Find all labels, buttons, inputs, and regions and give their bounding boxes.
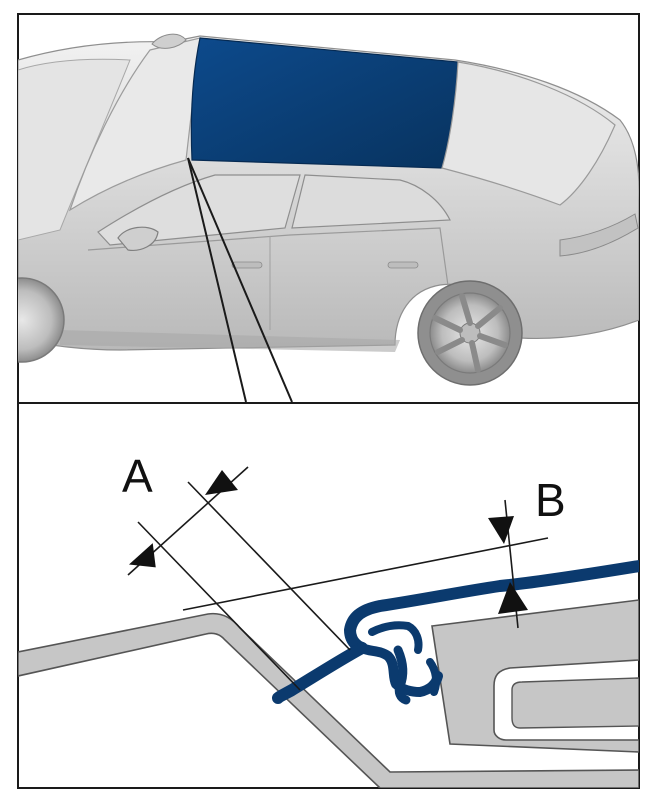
windshield xyxy=(68,37,201,212)
dimension-b xyxy=(182,499,549,629)
label-a: A xyxy=(122,450,153,502)
rear-side-window xyxy=(291,174,451,229)
body-panel-lower xyxy=(18,612,639,788)
roof-antenna xyxy=(151,33,187,49)
label-b: B xyxy=(535,474,566,526)
arrow-b-upper xyxy=(488,516,514,544)
front-wheel xyxy=(18,277,65,363)
rear-light xyxy=(559,213,639,257)
arrow-a-lower xyxy=(128,543,156,568)
arrow-b-lower xyxy=(498,582,528,614)
side-mirror xyxy=(117,226,159,251)
door-lines xyxy=(87,227,451,301)
body-bracket xyxy=(431,599,639,753)
callout-lines xyxy=(187,157,293,403)
sill-shadow xyxy=(60,330,400,352)
dimension-a xyxy=(127,466,351,691)
car-hood xyxy=(18,58,131,241)
rear-window xyxy=(441,61,616,206)
front-door-handle xyxy=(231,261,263,269)
detail-section: A B xyxy=(18,450,639,788)
roof-seal xyxy=(272,560,639,705)
car-illustration xyxy=(18,33,639,386)
bracket-recess xyxy=(511,677,639,729)
arrow-a-upper xyxy=(205,470,238,495)
rear-door-handle xyxy=(387,261,419,269)
rear-wheel xyxy=(417,280,523,386)
